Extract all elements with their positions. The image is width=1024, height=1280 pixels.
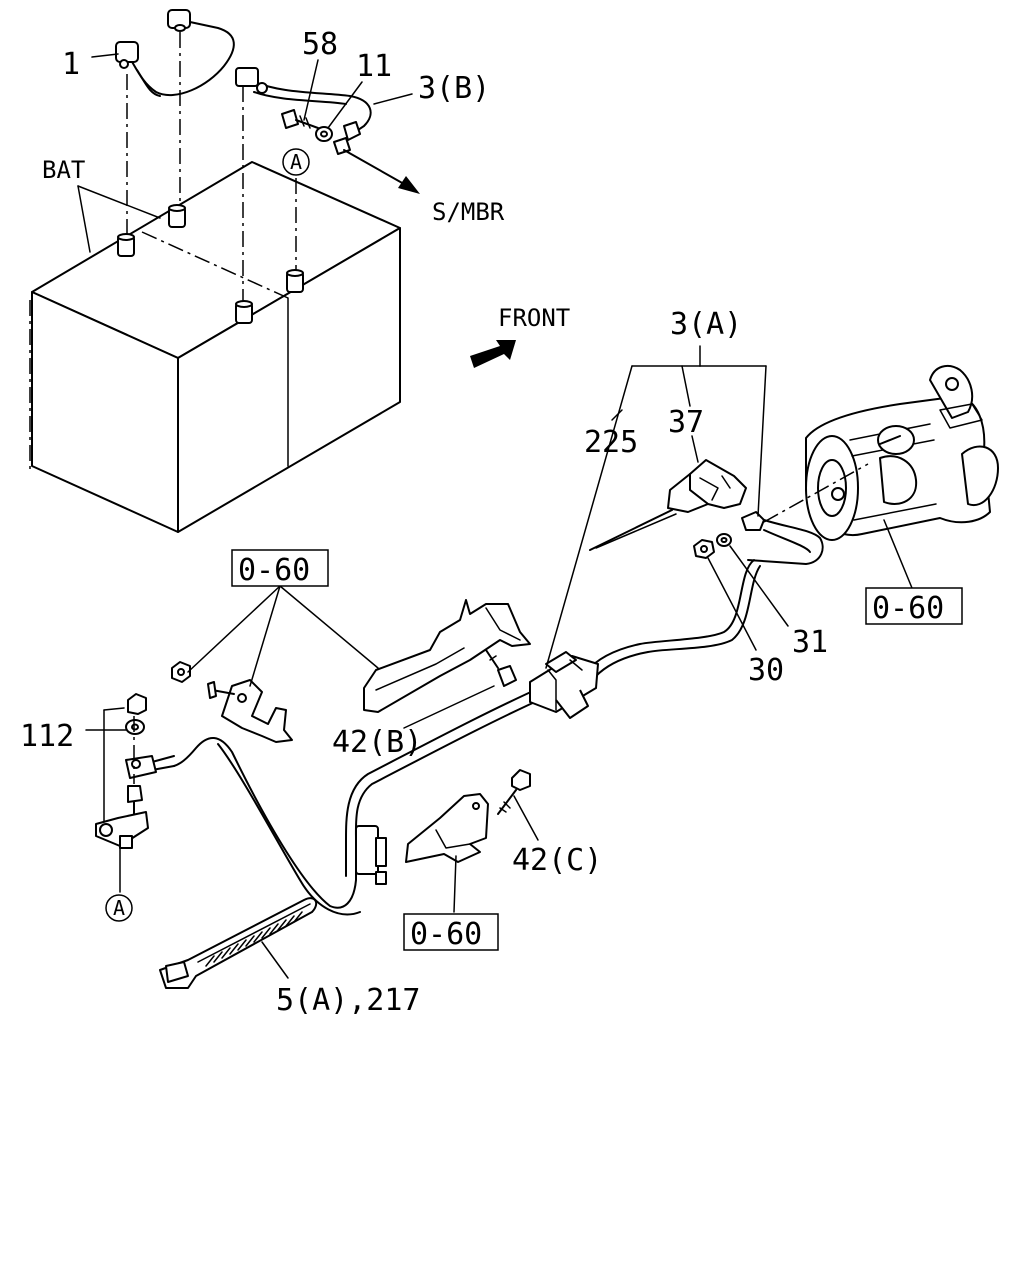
bracket-42c xyxy=(405,793,489,863)
label-part-3a: 3(A) xyxy=(670,307,742,342)
wire-225 xyxy=(589,509,677,551)
label-part-112: 112 xyxy=(20,719,74,754)
ref-box-060-a-text: 0-60 xyxy=(238,553,310,588)
label-bat: BAT xyxy=(42,156,85,184)
label-part-3b: 3(B) xyxy=(418,71,490,106)
label-part-1: 1 xyxy=(62,47,80,82)
label-part-5a-217: 5(A),217 xyxy=(276,983,421,1018)
label-part-30: 30 xyxy=(748,653,784,688)
s-mbr-arrow xyxy=(343,149,420,194)
callout-a-bottom-text: A xyxy=(113,896,125,920)
nut-30 xyxy=(693,539,715,559)
washer-112 xyxy=(125,719,145,735)
ref-box-060-b-text: 0-60 xyxy=(872,591,944,626)
battery-terminal xyxy=(117,233,135,257)
ref-box-060-a: 0-60 xyxy=(231,549,329,588)
cable-tie xyxy=(159,897,318,989)
washer-31 xyxy=(716,533,732,547)
label-part-58: 58 xyxy=(302,27,338,62)
ref-box-060-c: 0-60 xyxy=(403,913,499,952)
bracket-42b xyxy=(363,599,531,713)
battery-terminal xyxy=(235,300,253,324)
bolt-42c xyxy=(497,769,531,815)
front-arrow xyxy=(470,340,516,368)
small-bracket xyxy=(221,679,293,743)
bolt-060 xyxy=(207,681,235,699)
label-part-42b: 42(B) xyxy=(332,725,422,760)
connector-112 xyxy=(95,785,149,849)
cable-clamp xyxy=(529,651,599,719)
label-s-mbr: S/MBR xyxy=(432,198,505,226)
callout-a-bottom: A xyxy=(105,894,133,922)
cable-3a xyxy=(125,559,761,916)
starter-motor xyxy=(805,364,999,541)
ref-box-060-b: 0-60 xyxy=(865,587,963,626)
washer-11 xyxy=(315,126,333,142)
callout-a-top: A xyxy=(282,148,310,176)
battery-terminal xyxy=(168,204,186,228)
label-front: FRONT xyxy=(498,304,570,332)
label-part-225: 225 xyxy=(584,425,638,460)
nut-112 xyxy=(127,693,147,715)
battery-assembly xyxy=(29,161,401,533)
callout-a-top-text: A xyxy=(290,150,302,174)
nut-060 xyxy=(171,661,191,683)
label-part-37: 37 xyxy=(668,405,704,440)
bolt-58 xyxy=(281,109,319,129)
battery-terminal xyxy=(286,269,304,293)
terminal-cover-37 xyxy=(667,459,747,513)
label-part-31: 31 xyxy=(792,625,828,660)
label-part-11: 11 xyxy=(356,49,392,84)
label-part-42c: 42(C) xyxy=(512,843,602,878)
bolt-42b xyxy=(485,649,517,687)
ref-box-060-c-text: 0-60 xyxy=(410,917,482,952)
battery-link-cable xyxy=(115,9,235,97)
cable-3b xyxy=(235,67,372,155)
